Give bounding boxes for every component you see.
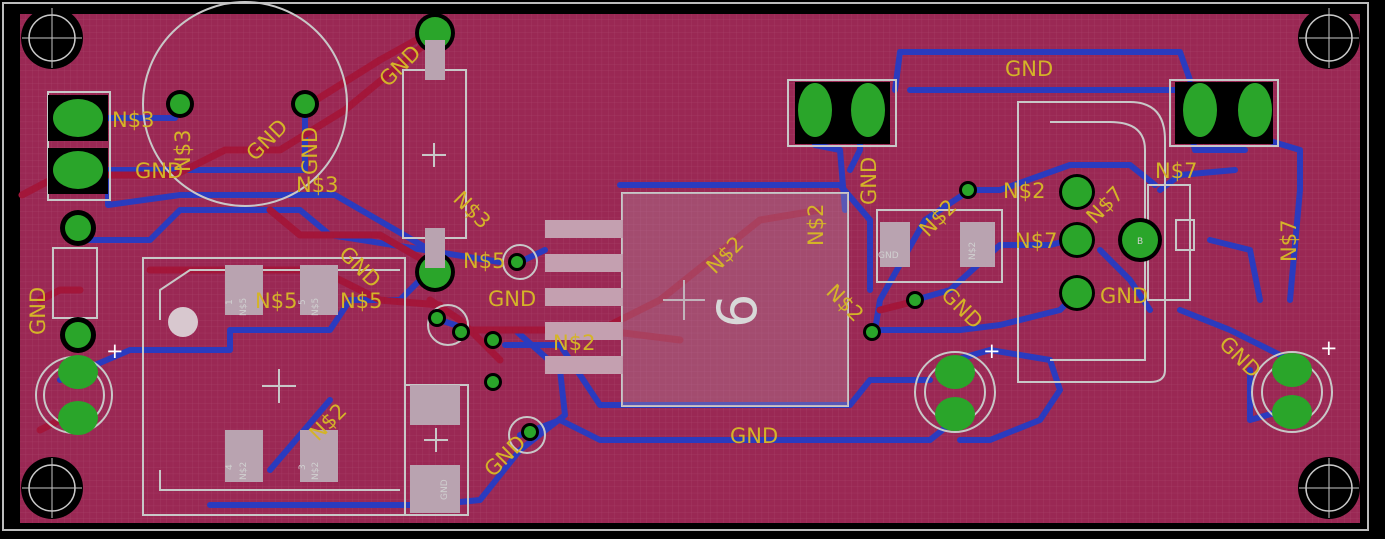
bottom-layer-traces <box>57 49 1303 508</box>
header-2pin-right-outline <box>1169 79 1279 147</box>
net-label-gnd-header-left: GND <box>857 157 881 205</box>
smd-pad-outline <box>876 209 1003 283</box>
board-outline <box>2 2 1369 531</box>
pad-label-b: B <box>1137 237 1143 247</box>
polarity-marks: + + + <box>106 336 1338 363</box>
net-label-n3-header: N$3 <box>112 108 154 132</box>
header-2pin-left-outline <box>787 79 897 147</box>
pad-label-gnd-smd: GND <box>878 251 899 261</box>
vias <box>428 181 977 441</box>
net-label-gnd-ic: GND <box>488 287 536 311</box>
net-label-n2-ic-pin: N$2 <box>553 331 595 355</box>
ic-marker-label: 6 <box>706 294 769 328</box>
plus-mark-right: + <box>1320 336 1338 360</box>
ic-leads <box>545 193 848 406</box>
pad-label-1: 1 <box>225 299 235 305</box>
mounting-hole-top-left <box>21 7 83 69</box>
net-label-gnd-bottom: GND <box>730 424 778 448</box>
net-label-n7-header-right: N$7 <box>1155 159 1197 183</box>
pad-label-4: 4 <box>225 464 235 470</box>
net-label-n2-jack: N$2 <box>1003 179 1045 203</box>
smd-pads <box>168 222 995 513</box>
mounting-hole-bottom-right <box>1298 457 1360 519</box>
net-label-n3-mid: N$3 <box>296 173 338 197</box>
net-label-n3-cap: N$3 <box>171 130 195 172</box>
net-label-n2-ic-right: N$2 <box>804 204 828 246</box>
pad-label-5: 5 <box>298 299 308 305</box>
connector-jack-outline <box>1017 101 1166 383</box>
net-label-gnd-left-vertical: GND <box>26 287 50 335</box>
net-label-gnd-jack: GND <box>1100 284 1148 308</box>
pad-label-n2-smd: N$2 <box>968 242 978 260</box>
net-label-n5-buzzer: N$5 <box>255 289 297 313</box>
mounting-hole-bottom-left <box>21 457 83 519</box>
net-label-n5-ic: N$5 <box>463 249 505 273</box>
net-label-n5-buzzer2: N$5 <box>340 289 382 313</box>
net-label-gnd-top-right: GND <box>1005 57 1053 81</box>
mounting-hole-top-right <box>1298 7 1360 69</box>
pad-label-gnd-capsmd: GND <box>440 479 450 500</box>
net-label-n7-jack: N$7 <box>1015 229 1057 253</box>
capacitor-outline-large <box>142 1 348 207</box>
pad-label-3: 3 <box>298 464 308 470</box>
plus-mark-left: + <box>106 339 124 363</box>
pad-labels: GND N$2 GND 1 5 4 3 N$5 N$5 N$2 N$2 B <box>225 237 1143 500</box>
silkscreen <box>35 1 1333 516</box>
pad-label-n5-a: N$5 <box>239 298 249 316</box>
plus-mark-mid: + <box>983 339 1001 363</box>
net-label-n7-right-vertical: N$7 <box>1277 220 1301 262</box>
net-label-gnd-cap2: GND <box>298 127 322 175</box>
pad-label-n2-b: N$2 <box>311 462 321 480</box>
pad-label-n5-b: N$5 <box>311 298 321 316</box>
net-label-gnd-header: GND <box>135 159 183 183</box>
through-hole-pads <box>48 13 1312 435</box>
pad-label-n2-a: N$2 <box>239 462 249 480</box>
